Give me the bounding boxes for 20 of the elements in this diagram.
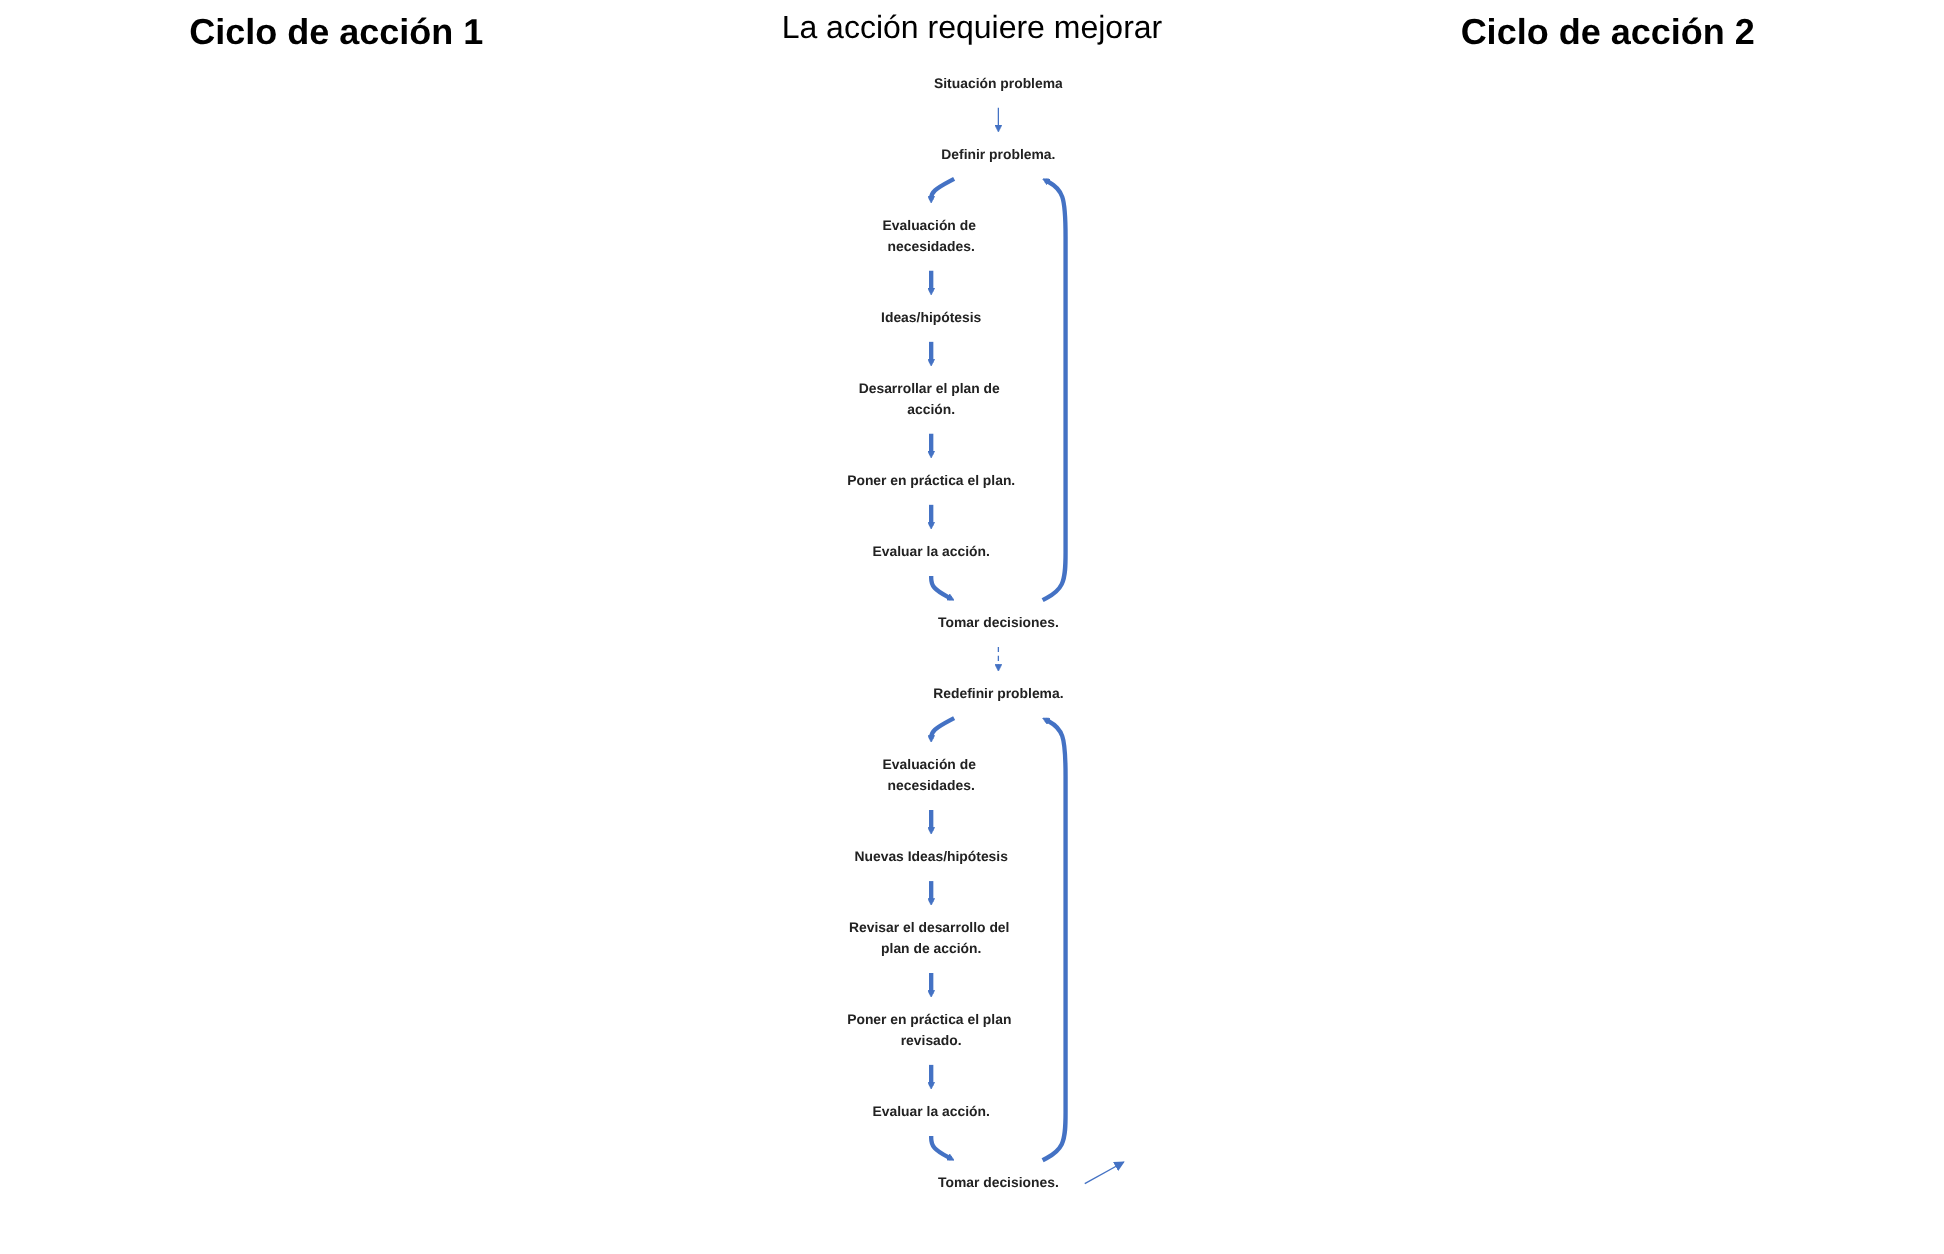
arrow	[927, 972, 935, 998]
note-text: La acción requiere mejorar	[781, 12, 1163, 50]
arrow	[927, 809, 935, 835]
arrow	[927, 341, 935, 367]
arrow	[929, 1135, 955, 1161]
arrow	[994, 646, 1003, 672]
arrow	[927, 880, 935, 906]
arrow	[1041, 717, 1068, 1163]
arrow	[927, 716, 956, 743]
arrow	[1084, 1161, 1125, 1185]
arrow	[927, 1064, 935, 1090]
arrow	[927, 504, 935, 530]
cycle-heading: Ciclo de acción 2	[1460, 12, 1755, 54]
arrow	[994, 107, 1003, 133]
arrow	[927, 433, 935, 459]
arrow	[1041, 178, 1068, 603]
cycle-heading: Ciclo de acción 1	[189, 12, 484, 54]
arrow	[927, 176, 956, 204]
arrow	[927, 270, 935, 296]
arrow	[929, 575, 955, 601]
